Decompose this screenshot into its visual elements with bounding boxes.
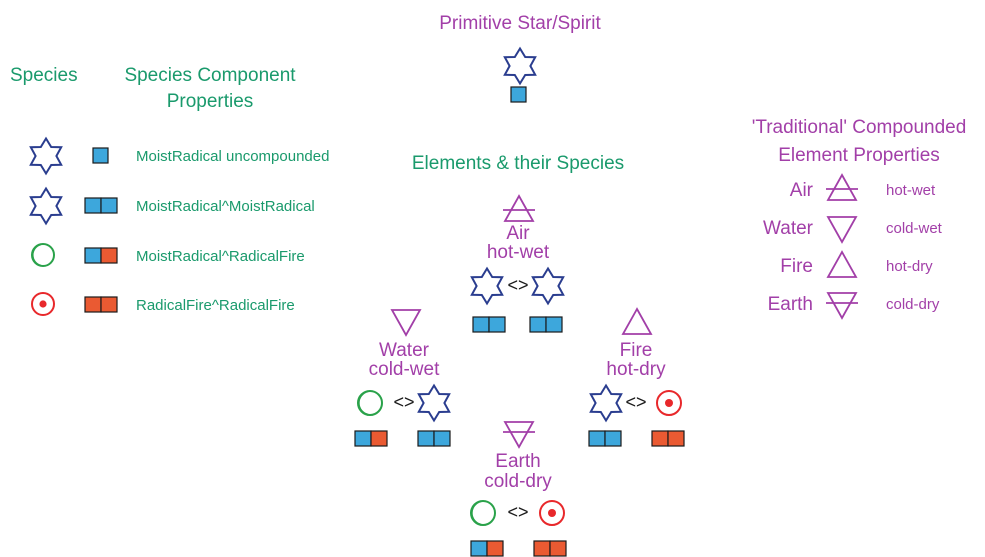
traditional-title-line2: Element Properties: [778, 145, 940, 166]
spirit-title: Primitive Star/Spirit: [439, 13, 601, 34]
air-quality: hot-wet: [486, 242, 550, 263]
green-crescent-circle-icon: [31, 243, 55, 267]
species-header: Species: [10, 65, 78, 86]
legend-row-label: RadicalFire^RadicalFire: [136, 297, 295, 314]
legend-row-label: MoistRadical^MoistRadical: [136, 198, 315, 215]
red-dot-circle-icon: [31, 292, 55, 316]
earth-symbol-icon: [826, 292, 858, 320]
air-name: Air: [506, 223, 530, 244]
component-pair: [651, 430, 685, 447]
operator-symbol: <>: [507, 275, 529, 295]
legend-row-label: MoistRadical^RadicalFire: [136, 248, 305, 265]
operator-symbol: <>: [625, 392, 647, 412]
star-icon: [417, 383, 451, 423]
traditional-air-name: Air: [789, 180, 813, 201]
operator-symbol: <>: [393, 392, 415, 412]
traditional-fire-quality: hot-dry: [886, 258, 933, 275]
water-quality: cold-wet: [368, 359, 440, 380]
component-pair: [84, 197, 118, 214]
operator-symbol: <>: [507, 502, 529, 522]
earth-name: Earth: [495, 451, 541, 472]
star-icon: [503, 46, 537, 86]
fire-symbol-icon: [826, 250, 858, 278]
green-crescent-circle-icon: [470, 500, 496, 526]
component-pair: [472, 316, 506, 333]
component-pair: [417, 430, 451, 447]
moist-radical-box: [92, 147, 109, 164]
star-icon: [29, 136, 63, 176]
traditional-air-quality: hot-wet: [886, 182, 936, 199]
traditional-water-name: Water: [763, 218, 813, 239]
component-pair: [84, 296, 118, 313]
water-symbol-icon: [390, 309, 422, 337]
component-header-line2: Properties: [166, 91, 254, 112]
fire-symbol-icon: [621, 307, 653, 335]
water-symbol-icon: [826, 216, 858, 244]
red-dot-circle-icon: [656, 390, 682, 416]
component-pair: [354, 430, 388, 447]
water-name: Water: [379, 340, 429, 361]
component-pair: [588, 430, 622, 447]
star-icon: [29, 186, 63, 226]
star-icon: [531, 266, 565, 306]
component-header-line1: Species Component: [124, 65, 296, 86]
fire-quality: hot-dry: [606, 359, 666, 380]
traditional-title-line1: 'Traditional' Compounded: [751, 117, 967, 138]
component-pair: [84, 247, 118, 264]
elements-title: Elements & their Species: [411, 153, 625, 174]
earth-quality: cold-dry: [484, 471, 552, 492]
green-crescent-circle-icon: [357, 390, 383, 416]
component-pair: [533, 540, 567, 557]
moist-radical-box: [510, 86, 527, 103]
star-icon: [589, 383, 623, 423]
air-symbol-icon: [503, 194, 535, 222]
traditional-earth-quality: cold-dry: [886, 296, 940, 313]
traditional-water-quality: cold-wet: [886, 220, 942, 237]
traditional-earth-name: Earth: [767, 294, 813, 315]
star-icon: [470, 266, 504, 306]
earth-symbol-icon: [503, 421, 535, 449]
component-pair: [470, 540, 504, 557]
red-dot-circle-icon: [539, 500, 565, 526]
component-pair: [529, 316, 563, 333]
fire-name: Fire: [619, 340, 653, 361]
air-symbol-icon: [826, 173, 858, 201]
legend-row-label: MoistRadical uncompounded: [136, 148, 330, 165]
traditional-fire-name: Fire: [780, 256, 813, 277]
